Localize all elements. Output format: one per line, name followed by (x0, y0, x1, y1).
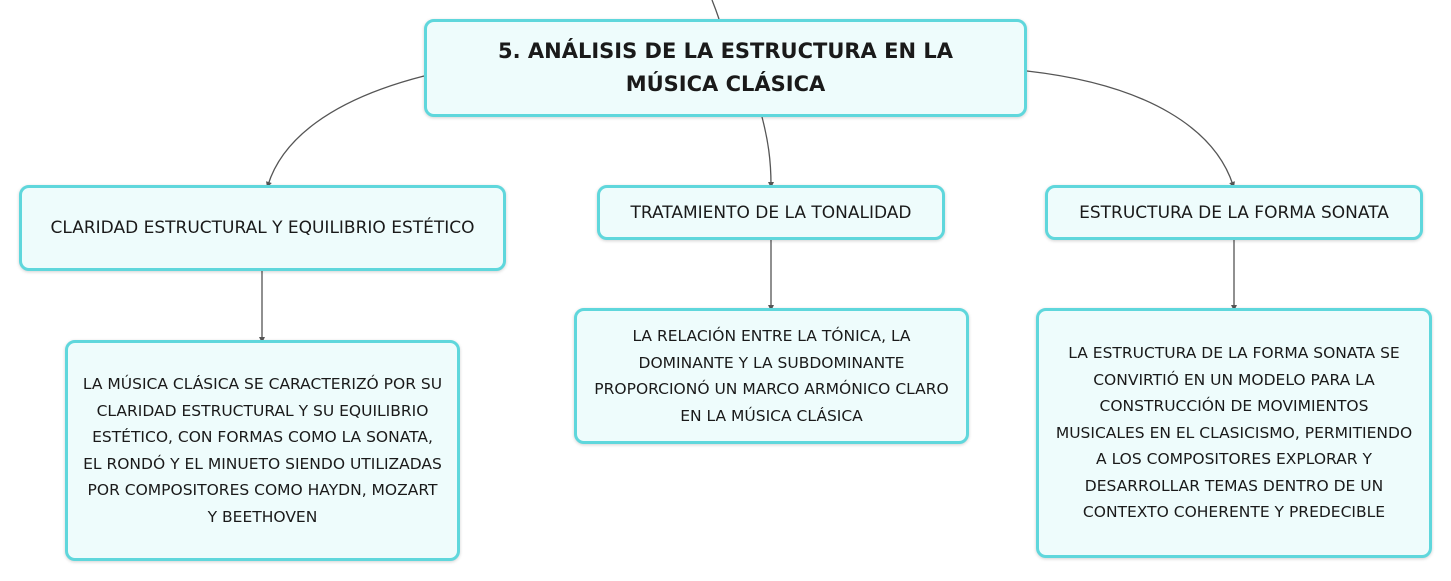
edge-root-to-tonal (761, 116, 774, 188)
topic-node-label: TRATAMIENTO DE LA TONALIDAD (630, 202, 912, 223)
root-node[interactable]: 5. ANÁLISIS DE LA ESTRUCTURA EN LA MÚSIC… (424, 19, 1027, 117)
detail-node-text: LA MÚSICA CLÁSICA SE CARACTERIZÓ POR SU … (82, 375, 443, 526)
detail-node-claridad[interactable]: LA MÚSICA CLÁSICA SE CARACTERIZÓ POR SU … (65, 340, 460, 561)
detail-node-tonalidad[interactable]: LA RELACIÓN ENTRE LA TÓNICA, LA DOMINANT… (574, 308, 969, 444)
edge-parent-to-root (711, 0, 720, 20)
detail-node-sonata[interactable]: LA ESTRUCTURA DE LA FORMA SONATA SE CONV… (1036, 308, 1432, 558)
root-node-title: 5. ANÁLISIS DE LA ESTRUCTURA EN LA MÚSIC… (498, 39, 953, 96)
edge-root-to-clarity (266, 75, 425, 188)
topic-node-label: ESTRUCTURA DE LA FORMA SONATA (1079, 202, 1389, 223)
edge-root-to-sonata (1026, 70, 1235, 188)
detail-node-text: LA RELACIÓN ENTRE LA TÓNICA, LA DOMINANT… (594, 327, 949, 425)
topic-node-claridad[interactable]: CLARIDAD ESTRUCTURAL Y EQUILIBRIO ESTÉTI… (19, 185, 506, 271)
topic-node-tonalidad[interactable]: TRATAMIENTO DE LA TONALIDAD (597, 185, 945, 240)
topic-node-sonata[interactable]: ESTRUCTURA DE LA FORMA SONATA (1045, 185, 1423, 240)
topic-node-label: CLARIDAD ESTRUCTURAL Y EQUILIBRIO ESTÉTI… (50, 218, 475, 238)
detail-node-text: LA ESTRUCTURA DE LA FORMA SONATA SE CONV… (1055, 344, 1413, 522)
